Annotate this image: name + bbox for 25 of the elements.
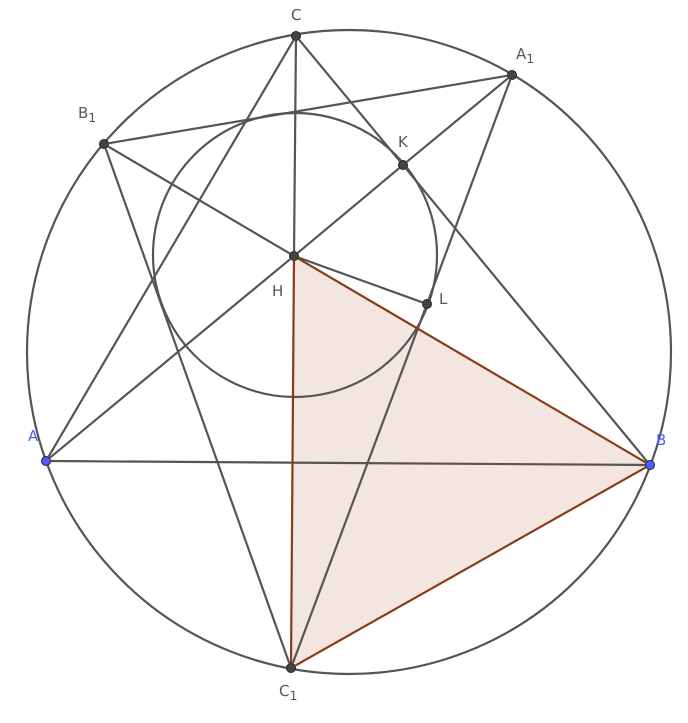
line-segment xyxy=(298,256,423,304)
line-segment xyxy=(406,77,509,163)
line-segment xyxy=(108,146,290,254)
line-segment xyxy=(297,167,400,254)
point-label: C xyxy=(291,8,302,23)
line-segment xyxy=(428,79,512,300)
line-segment xyxy=(290,261,296,663)
line-segment xyxy=(292,308,426,664)
point-label: C$_{1}$ xyxy=(279,684,298,702)
point-label: A$_{1}$ xyxy=(516,47,534,66)
point-label: K xyxy=(398,135,408,150)
point-label: A xyxy=(28,429,38,444)
line-segment xyxy=(48,40,294,458)
line-segment xyxy=(51,460,645,466)
line-segment xyxy=(405,168,648,462)
line-segment xyxy=(104,148,290,664)
line-segment xyxy=(294,466,646,666)
line-segment xyxy=(292,41,298,251)
point-label: L xyxy=(439,292,448,307)
point-label: B$_{1}$ xyxy=(78,106,96,124)
line-segment xyxy=(49,258,291,459)
line-segment xyxy=(298,258,646,464)
point-label: H xyxy=(272,284,284,299)
line-segment xyxy=(298,39,401,162)
line-segment xyxy=(108,74,508,144)
